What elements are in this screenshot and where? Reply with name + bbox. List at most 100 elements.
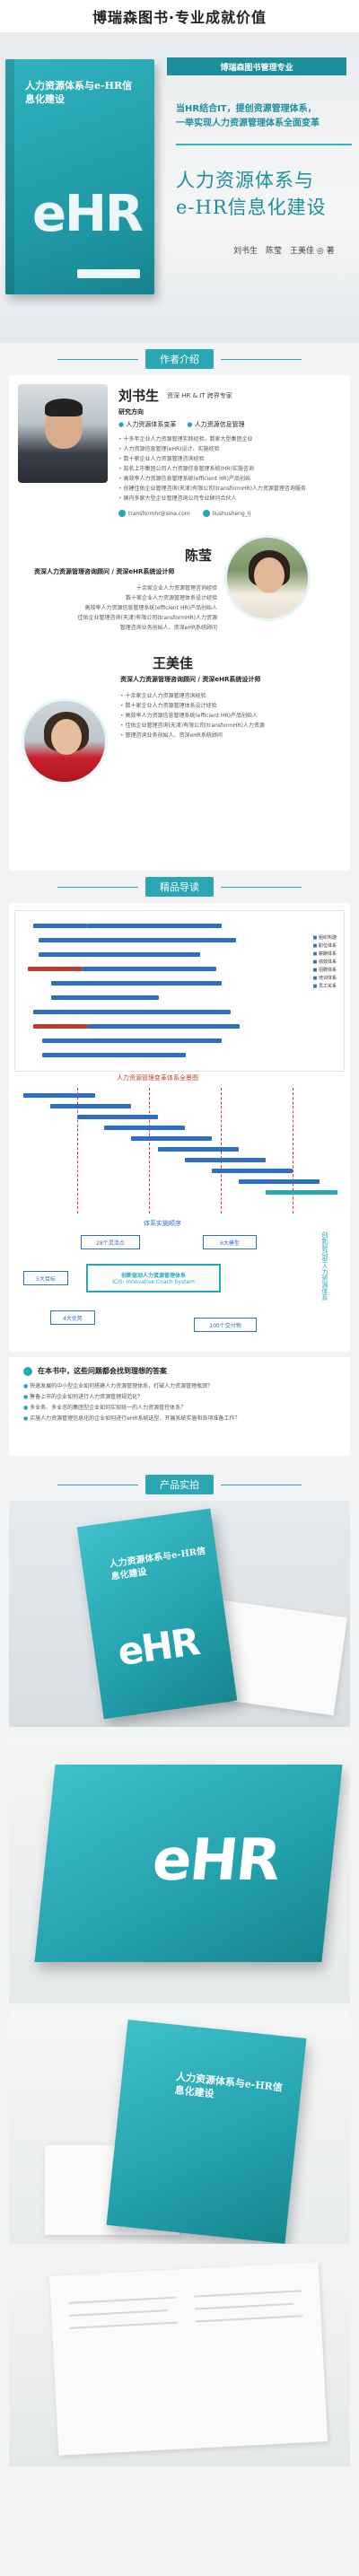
author-bio-list: 十余家企业人力资源管理咨询经验 数十家企业人力资源管理体系设计经验 高效率人力资… [18,583,217,633]
divider [221,886,302,888]
chart-bar [39,952,200,957]
author-name: 陈莹 [185,548,213,564]
system-diagram: 28个灵活点 6大模型 5大目标 创新驱动人力资源管理体系 ICIS: Inno… [14,1231,345,1339]
book-photo-title: 人力资源体系与e-HR信息化建设 [173,2071,284,2100]
text-line [68,2296,177,2304]
bio-item: 数十家企业人力资源管理体系设计经验 [125,595,217,601]
ladder-step [50,1104,131,1108]
divider [176,144,352,145]
bio-item: 人力资源信息管理(eHR)设计、实施经验 [118,444,343,454]
text-line [195,2315,303,2323]
author-role: 资深 HR & IT 跨界专家 [167,392,232,399]
qa-list: 快速发展的中小型企业如何搭建人力资源管理体系，打破人力资源管理瓶颈？ 筹备上市的… [23,1381,336,1424]
guide-panel: 组织构建 职位体系 薪酬体系 绩效体系 招聘体系 培训体系 员工关系 人力资源管… [9,903,350,1352]
wechat-icon [202,510,210,517]
product-photo-1: 人力资源体系与e-HR信息化建设 eHR [9,1501,350,1727]
email-text: transformhr@sina.com [128,510,190,517]
divider [57,886,138,888]
text-line [69,2309,169,2317]
research-field-title: 研究方向 [118,408,144,416]
legend-item: 招聘体系 [313,967,337,975]
bio-item: 管理咨询业务创始人、资深eHR系统顾问 [120,731,345,740]
research-field: 人力资源信息管理 [187,420,245,429]
ladder-step [104,1126,185,1130]
chart-bar [82,967,216,971]
author-bio-list: 十多年企业人力资源管理实践经验，数家大型集团企业 人力资源信息管理(eHR)设计… [118,434,343,504]
bullet-icon [23,1366,32,1376]
book-spine [5,59,14,294]
book-cover-title: 人力资源体系与e-HR信息化建设 [25,80,133,105]
section-label: 作者介绍 [145,349,214,369]
legend-item: 培训体系 [313,975,337,983]
chart-bar [33,1024,87,1029]
book-photo-mark: eHR [115,1619,202,1675]
bio-item: 数十家企业人力资源管理咨询经验 [118,454,343,464]
diagram-core: 创新驱动人力资源管理体系 ICIS: Innovative Coach Syst… [86,1264,221,1292]
diagram-node: 100个交付物 [194,1318,257,1332]
bio-item: 十多年企业人力资源管理实践经验，数家大型集团企业 [118,434,343,444]
diagram-node: 28个灵活点 [81,1235,140,1249]
bio-item: 高效率人力资源信息管理系统(efficient HR)产品创始人 [84,605,217,611]
book-photo: 人力资源体系与e-HR信息化建设 eHR [76,1508,238,1720]
bio-item: 管理咨询业务创始人、资深eHR系统顾问 [119,625,217,631]
book-photo-mark: eHR [149,1827,283,1894]
chart-bar [39,938,236,942]
product-photo-3: 人力资源体系与e-HR信息化建设 [9,2011,350,2244]
author-name: 刘书生 [118,388,160,404]
hair-shape [45,399,83,416]
wechat-contact: liushusheng_lj [202,510,250,517]
chart-bar [51,981,222,986]
bio-item: 十余家企业人力资源管理咨询经验 [136,585,217,591]
book-photo-title: 人力资源体系与e-HR信息化建设 [109,1546,206,1582]
phase-line [149,1088,150,1214]
ladder-step [77,1115,158,1119]
bio-item: 国内多家大型企业管理咨询公司专业顾问合伙人 [118,494,343,504]
research-field: 人力资源体系变革 [118,420,176,429]
hero-slogan-line: 一举实现人力资源管理体系全面变革 [176,118,320,128]
ladder-step [131,1136,212,1141]
core-subtitle: ICIS: Innovative Coach System [112,1279,195,1285]
product-photo-2: eHR [9,1734,350,2003]
bio-item: 佳佑企业管理咨询(天津)有限公司(transformHR)人力资源 [120,721,345,731]
hero-slogan: 当HR结合IT，提创资源管理体系， 一举实现人力资源管理体系全面变革 [176,102,352,131]
bio-item: 高效率人力资源信息管理系统(efficient HR)产品创始 [118,474,343,484]
hero-banner: 人力资源体系与e-HR信息化建设 eHR 博瑞森图书管理专业 当HR结合IT，提… [0,32,359,343]
ladder-step [185,1158,266,1162]
qa-item: 快速发展的中小型企业如何搭建人力资源管理体系，打破人力资源管理瓶颈？ [23,1381,336,1392]
chart-bar [51,995,159,1000]
bio-item: 高效率人力资源信息管理系统(efficient HR)产品创始人 [120,711,345,721]
product-photo-4 [9,2251,350,2466]
book-cover-mark: eHR [32,185,144,243]
bio-item: 十余家企业人力资源管理咨询经验 [120,691,345,701]
publisher-logo [77,269,140,278]
chart-caption: 人力资源管理变革体系全景图 [117,1074,198,1082]
divider [57,358,138,360]
legend-item: 职位体系 [313,942,337,951]
hero-authors: 刘书生 陈莹 王美佳 ◎ 著 [233,247,335,256]
author-photo-chen [224,535,311,621]
author-name: 王美佳 [153,655,194,671]
qa-item: 筹备上市的企业如何进行人力资源管理规范化？ [23,1392,336,1403]
author-bio-list: 十余家企业人力资源管理咨询经验 数十家企业人力资源管理体系设计经验 高效率人力资… [120,691,345,740]
research-fields: 人力资源体系变革 人力资源信息管理 [118,420,245,429]
chart-bar [42,1038,222,1043]
section-title-authors: 作者介绍 [0,343,359,375]
mail-icon [118,510,126,517]
author-role: 资深人力资源管理咨询顾问 / 资深eHR系统设计师 [34,568,175,575]
book-cover: 人力资源体系与e-HR信息化建设 eHR [5,59,154,294]
book-photo: eHR [34,1765,343,1962]
legend-item: 组织构建 [313,934,337,942]
chart-legend: 组织构建 职位体系 薪酬体系 绩效体系 招聘体系 培训体系 员工关系 [313,934,337,991]
hero-slogan-line: 当HR结合IT，提创资源管理体系， [176,104,317,114]
diagram-node: 4大优势 [50,1310,95,1325]
text-line [195,2302,294,2310]
chart-bar [28,967,82,971]
section-label: 精品导读 [145,877,214,897]
ladder-step [23,1093,95,1098]
chart-bar [42,1053,186,1057]
bio-item: 知名上市集团公司人力资源信息管理系统(HR)实施咨询 [118,464,343,474]
diagram-node: 5大目标 [23,1271,68,1285]
qa-item: 实施人力资源管理信息化的企业如何进行eHR系统选型、开展系统实施和各项准备工作？ [23,1414,336,1424]
diagram-node: 6大模型 [203,1235,257,1249]
